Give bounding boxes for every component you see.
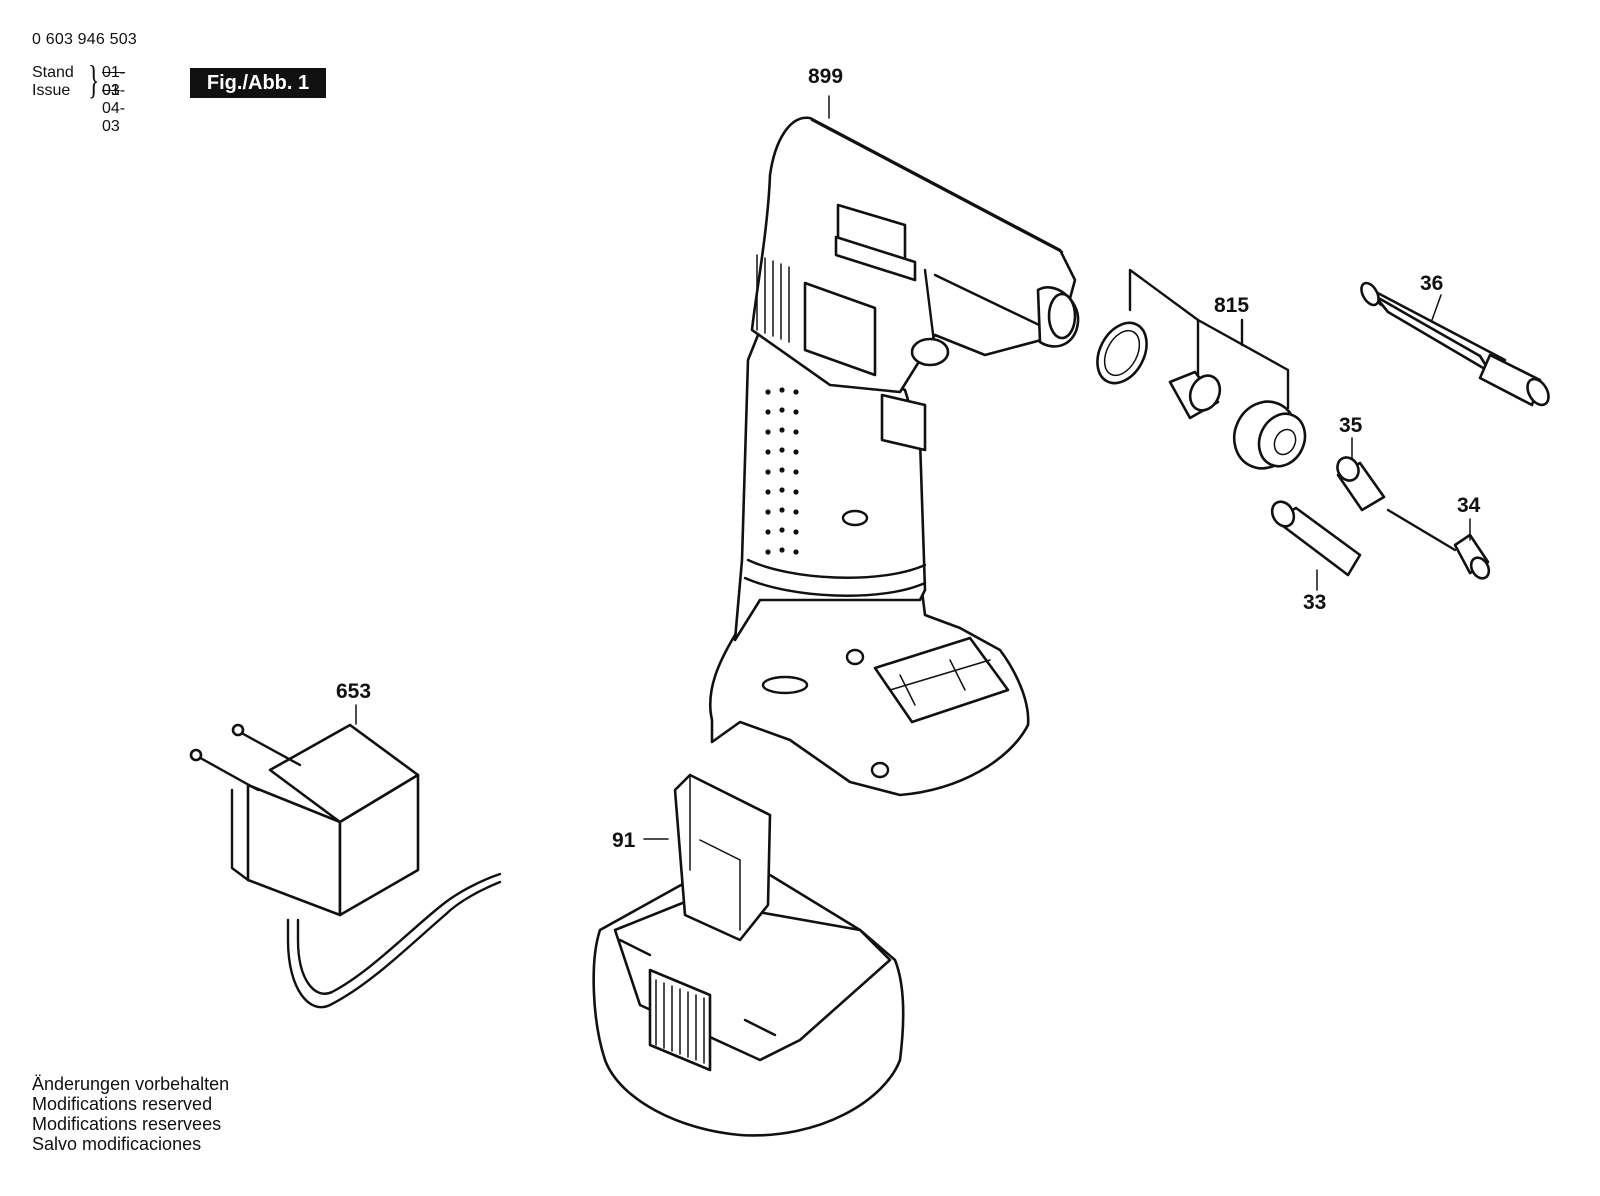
callout-91: 91: [612, 829, 636, 852]
callout-36: 36: [1420, 272, 1443, 295]
brace-symbol: }: [87, 57, 100, 102]
charger-drawing: [189, 723, 502, 1009]
stand-label: Stand: [32, 64, 74, 81]
battery-pack-drawing: [592, 773, 905, 1137]
footer-line-fr: Modifications reservees: [32, 1114, 222, 1134]
issue-label: Issue: [32, 82, 71, 99]
callout-33: 33: [1303, 591, 1326, 614]
extension-drawing: [1360, 281, 1550, 407]
figure-badge: Fig./Abb. 1: [190, 68, 326, 98]
hose-set-drawing: [1096, 268, 1307, 470]
battery-grip-lines: [655, 979, 705, 1064]
issue-date: 01-04-03: [102, 82, 126, 135]
footer-line-de: Änderungen vorbehalten: [32, 1074, 230, 1094]
callout-899: 899: [808, 65, 843, 88]
footer-notes: Änderungen vorbehalten Modifications res…: [32, 1074, 229, 1154]
old-date: 01-03: [102, 64, 126, 99]
callout-653: 653: [336, 680, 371, 703]
footer-line-en: Modifications reserved: [32, 1094, 213, 1114]
nozzle-drawing: [1270, 500, 1362, 577]
footer-line-es: Salvo modificaciones: [32, 1134, 202, 1154]
adapter-drawing: [1336, 456, 1386, 512]
needle-drawing: [1386, 508, 1491, 580]
callout-815: 815: [1214, 294, 1249, 317]
revision-labels: Stand Issue: [32, 64, 74, 100]
vent-slots: [756, 254, 790, 343]
handle-grip-dots: [765, 387, 799, 555]
callout-34: 34: [1457, 494, 1481, 517]
callout-35: 35: [1339, 414, 1363, 437]
leader-36: [1431, 294, 1442, 321]
document-number: 0 603 946 503: [32, 31, 137, 48]
compressor-body-drawing: [708, 116, 1080, 797]
